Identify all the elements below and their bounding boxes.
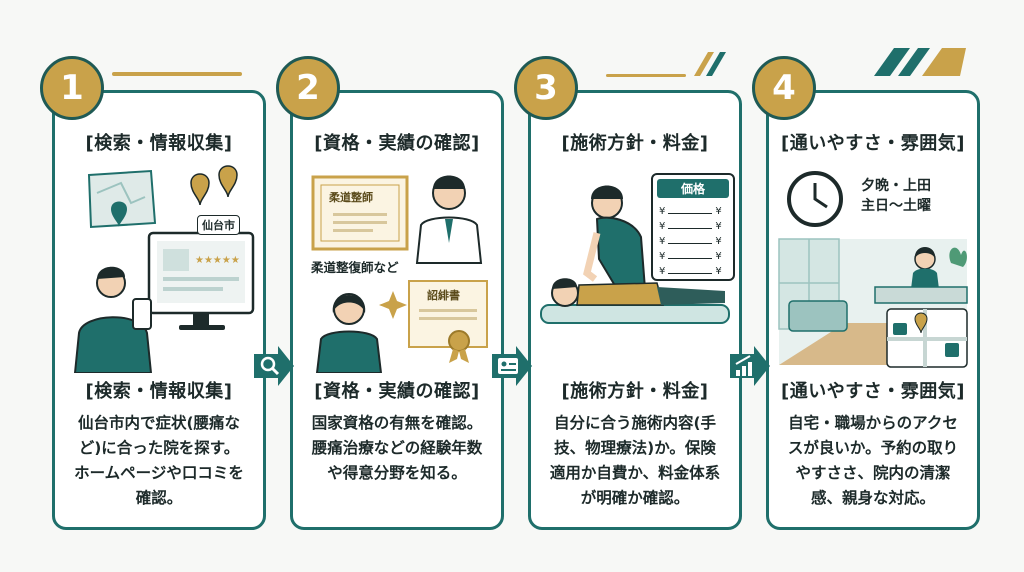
price-row: ¥¥ <box>659 251 722 262</box>
step-number-badge: 1 <box>40 56 104 120</box>
step-heading: [検索・情報収集] <box>85 381 233 402</box>
price-row: ¥¥ <box>659 266 722 277</box>
certificate-label: 柔道整師 <box>329 191 373 204</box>
id-card-icon <box>498 358 518 374</box>
hours-line-2: 主日〜土曜 <box>861 198 931 214</box>
license-caption: 柔道整復師など <box>311 260 399 275</box>
step-title: [資格・実績の確認] <box>314 133 480 154</box>
step-description: 自分に合う施術内容(手技、物理療法)か。保険適用か自費か、料金体系が明確か確認。 <box>549 414 721 507</box>
step-card-1: [検索・情報収集] ★★★★★ 仙台市 [検索・情報収集] 仙台市内で症状(腰痛… <box>52 90 266 530</box>
step-number-badge: 2 <box>276 56 340 120</box>
access-illustration <box>778 171 968 368</box>
step-arrow <box>254 346 294 386</box>
svg-text:★★★★★: ★★★★★ <box>195 255 240 266</box>
search-illustration: ★★★★★ <box>73 165 255 373</box>
credentials-illustration <box>311 175 488 373</box>
price-board: 価格 ¥¥ ¥¥ ¥¥ ¥¥ ¥¥ <box>651 173 735 281</box>
decorative-slash-icon <box>694 52 726 76</box>
price-row: ¥¥ <box>659 206 722 217</box>
magnifier-icon <box>260 356 280 376</box>
growth-chart-icon <box>735 355 752 376</box>
step-heading: [通いやすさ・雰囲気] <box>781 381 965 402</box>
step-description: 自宅・職場からのアクセスが良いか。予約の取りやすささ、院内の清潔感、親身な対応。 <box>787 414 959 507</box>
price-row: ¥¥ <box>659 221 722 232</box>
step-title: [施術方針・料金] <box>561 133 709 154</box>
step-card-3: [施術方針・料金] 価格 ¥¥ ¥¥ ¥¥ ¥¥ ¥¥ [施術方針・料金] 自分… <box>528 90 742 530</box>
decorative-line <box>606 74 686 77</box>
diploma-label: 詔緋書 <box>427 289 460 302</box>
map-label: 仙台市 <box>197 215 240 235</box>
price-row: ¥¥ <box>659 236 722 247</box>
step-title: [通いやすさ・雰囲気] <box>781 133 965 154</box>
price-board-title: 価格 <box>657 179 729 198</box>
decorative-line <box>112 72 242 76</box>
step-heading: [施術方針・料金] <box>561 381 709 402</box>
hours-line-1: 夕晩・上田 <box>861 178 931 194</box>
decorative-slash-icon <box>874 48 966 76</box>
step-description: 仙台市内で症状(腰痛など)に合った院を探す。ホームページや口コミを確認。 <box>74 414 244 507</box>
treatment-illustration <box>540 185 730 324</box>
step-arrow <box>492 346 532 386</box>
step-number-badge: 3 <box>514 56 578 120</box>
step-number-badge: 4 <box>752 56 816 120</box>
step-title: [検索・情報収集] <box>85 133 233 154</box>
step-heading: [資格・実績の確認] <box>314 381 480 402</box>
step-description: 国家資格の有無を確認。腰痛治療などの経験年数や得意分野を知る。 <box>311 414 483 482</box>
step-arrow <box>730 346 770 386</box>
step-card-2: [資格・実績の確認] 柔道整師 柔道整復師など 詔緋書 [資格・実績の確認] 国… <box>290 90 504 530</box>
step-card-4: [通いやすさ・雰囲気] 夕晩・上田 主日〜土曜 [通いやすさ・雰囲気] 自宅・職… <box>766 90 980 530</box>
